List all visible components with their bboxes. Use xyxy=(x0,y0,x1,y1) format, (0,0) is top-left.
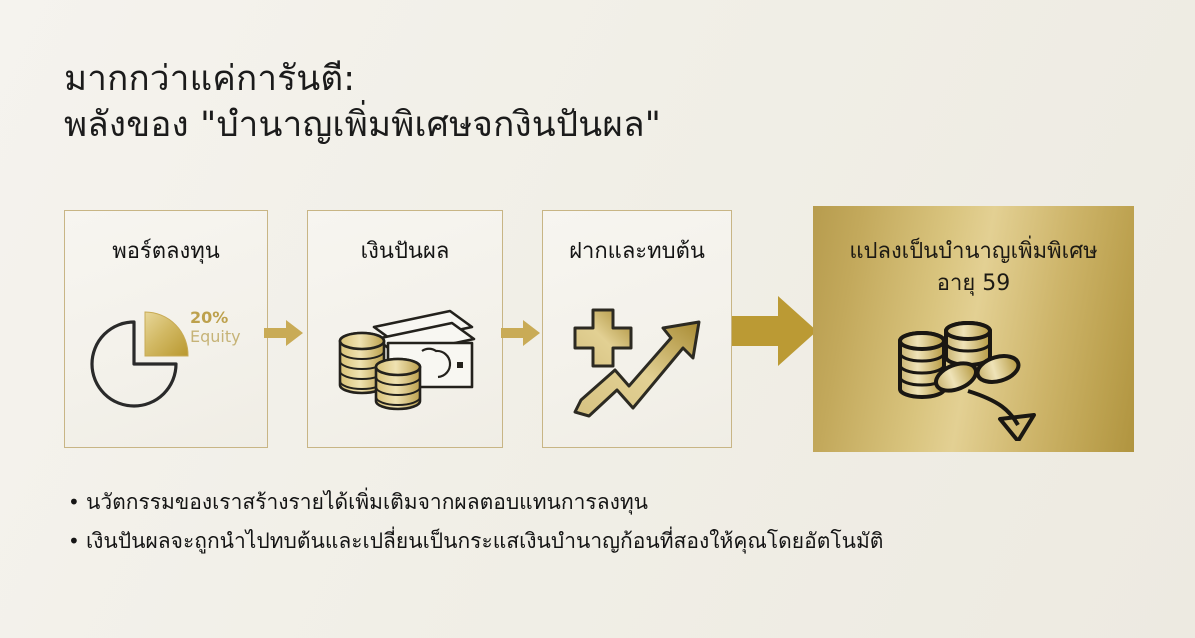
pie-percent-value: 20% xyxy=(190,308,229,327)
plus-and-growth-arrow-icon xyxy=(543,281,731,441)
bullet-text: นวัตกรรมของเราสร้างรายได้เพิ่มเติมจากผลต… xyxy=(86,490,649,514)
flow-step-dividend: เงินปันผล xyxy=(307,210,503,448)
flow-step-compound-label: ฝากและทบต้น xyxy=(569,239,705,264)
flow-step-portfolio-label: พอร์ตลงทุน xyxy=(112,239,220,264)
pie-chart-icon: 20% Equity xyxy=(65,281,267,441)
flow-step-dividend-label: เงินปันผล xyxy=(360,239,450,264)
pie-category-label: Equity xyxy=(190,327,241,346)
list-item: • เงินปันผลจะถูกนำไปทบต้นและเปลี่ยนเป็นก… xyxy=(68,526,1128,557)
flow-step-compound: ฝากและทบต้น xyxy=(542,210,732,448)
bullet-list: • นวัตกรรมของเราสร้างรายได้เพิ่มเติมจากผ… xyxy=(68,487,1128,565)
coins-falling-arrow-icon xyxy=(813,314,1134,442)
flow-result-pension: แปลงเป็นบำนาญเพิ่มพิเศษ อายุ 59 xyxy=(813,206,1134,452)
list-item: • นวัตกรรมของเราสร้างรายได้เพิ่มเติมจากผ… xyxy=(68,487,1128,518)
page-title: มากกว่าแค่การันตี: พลังของ "บำนาญเพิ่มพิ… xyxy=(64,56,964,148)
arrow-right-icon xyxy=(264,318,304,348)
title-line-1: มากกว่าแค่การันตี: xyxy=(64,59,356,99)
flow-step-portfolio: พอร์ตลงทุน xyxy=(64,210,268,448)
pie-chart-label: 20% Equity xyxy=(190,308,241,346)
flow-result-pension-label: แปลงเป็นบำนาญเพิ่มพิเศษ อายุ 59 xyxy=(823,236,1124,300)
arrow-right-icon xyxy=(501,318,541,348)
bullet-marker-icon: • xyxy=(68,529,80,553)
coins-and-banknotes-icon xyxy=(308,281,502,441)
bullet-text: เงินปันผลจะถูกนำไปทบต้นและเปลี่ยนเป็นกระ… xyxy=(86,529,884,553)
pension-label-main: แปลงเป็นบำนาญเพิ่มพิเศษ xyxy=(849,239,1098,264)
pension-age-label: อายุ 59 xyxy=(936,271,1011,296)
title-line-2: พลังของ "บำนาญเพิ่มพิเศษจกงินปันผล" xyxy=(64,105,662,145)
arrow-right-large-icon xyxy=(732,294,818,368)
bullet-marker-icon: • xyxy=(68,490,80,514)
process-flow: พอร์ตลงทุน xyxy=(64,206,1134,452)
